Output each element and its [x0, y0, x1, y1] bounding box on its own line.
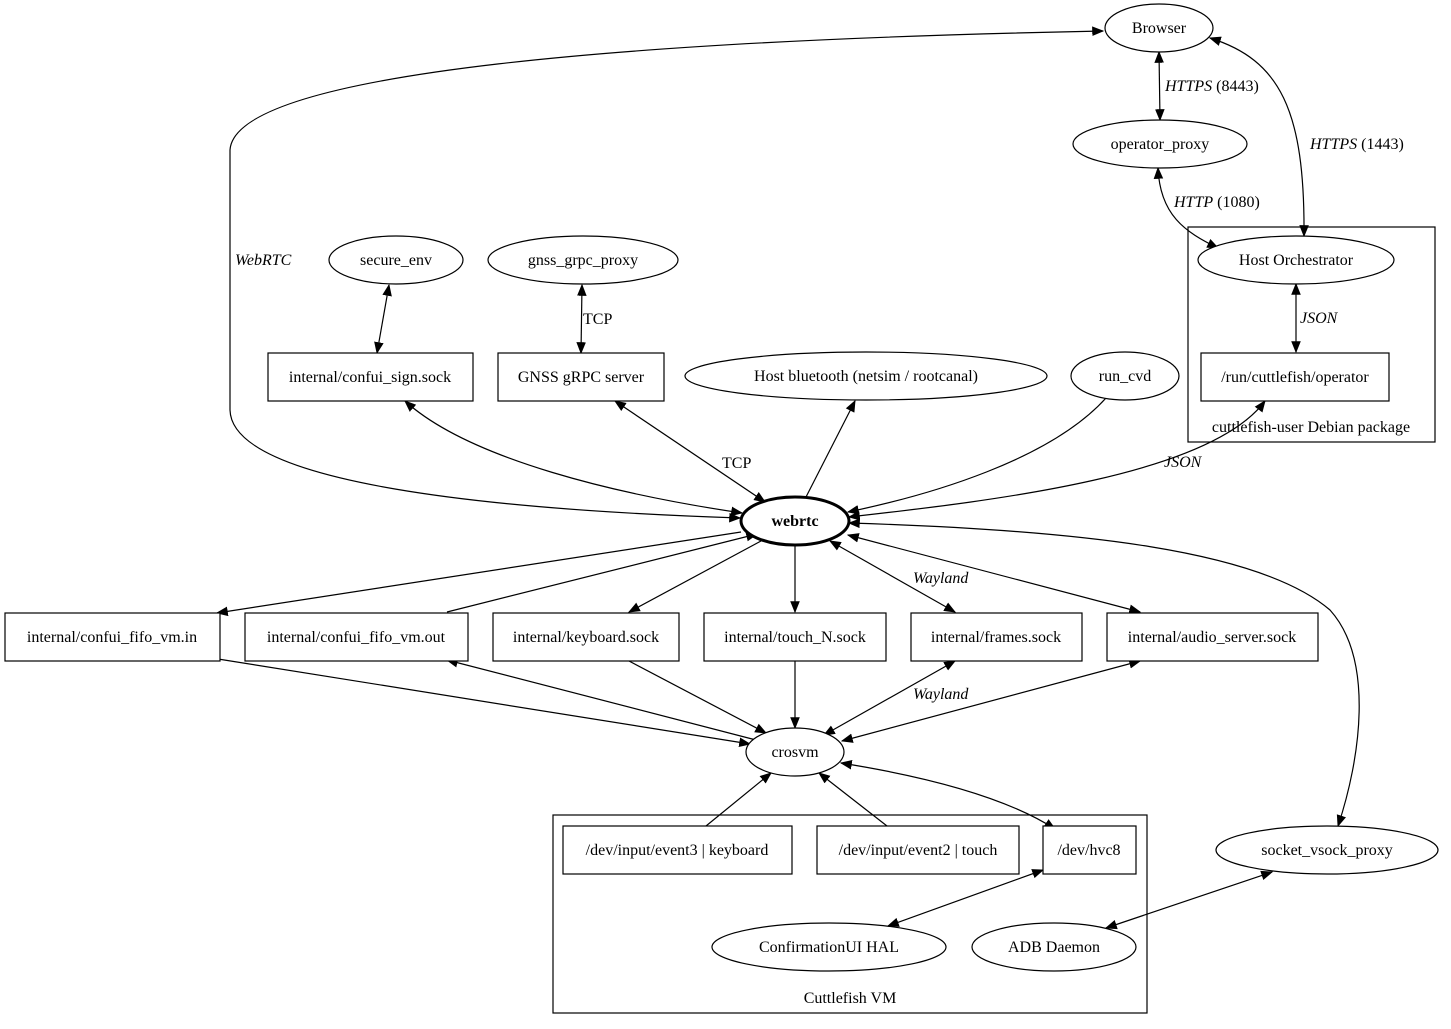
edge-label-https-1443: HTTPS (1443): [1309, 136, 1404, 153]
node-gnss-grpc-proxy: gnss_grpc_proxy: [487, 235, 679, 285]
edge-hvc8-confirmationui-hal: [886, 869, 1045, 927]
edge-confui-fifo-out-webrtc: [446, 531, 759, 613]
edge-confui-sign-webrtc: [404, 400, 744, 517]
node-dev-hvc8: /dev/hvc8: [1042, 825, 1137, 875]
node-host-bluetooth: Host bluetooth (netsim / rootcanal): [684, 351, 1048, 401]
node-confui-fifo-vm-out-label: internal/confui_fifo_vm.out: [267, 629, 446, 646]
node-dev-hvc8-label: /dev/hvc8: [1057, 842, 1120, 859]
node-confui-sign-sock-label: internal/confui_sign.sock: [289, 369, 451, 386]
edge-label-tcp-webrtc: TCP: [722, 455, 751, 472]
node-browser: Browser: [1104, 3, 1214, 53]
edge-label-wayland-bottom: Wayland: [913, 686, 969, 703]
node-browser-label: Browser: [1132, 20, 1187, 37]
node-dev-input-event2-label: /dev/input/event2 | touch: [839, 842, 998, 859]
node-dev-input-event3: /dev/input/event3 | keyboard: [562, 825, 793, 875]
edge-webrtc-host-bluetooth: [805, 399, 856, 498]
cluster-debian-package-label: cuttlefish-user Debian package: [1212, 419, 1410, 436]
edge-label-tcp-gnss: TCP: [583, 311, 612, 328]
node-gnss-grpc-proxy-label: gnss_grpc_proxy: [528, 252, 638, 269]
node-socket-vsock-proxy-label: socket_vsock_proxy: [1261, 842, 1393, 859]
node-host-orchestrator: Host Orchestrator: [1197, 235, 1395, 285]
edge-crosvm-hvc8: [839, 759, 1057, 830]
edge-keyboard-sock-crosvm: [628, 660, 768, 734]
edge-label-json-orchestrator: JSON: [1300, 310, 1339, 327]
edge-label-json-webrtc: JSON: [1164, 454, 1203, 471]
node-confui-sign-sock: internal/confui_sign.sock: [267, 352, 474, 402]
node-crosvm: crosvm: [745, 727, 845, 777]
node-operator-proxy: operator_proxy: [1072, 119, 1248, 169]
node-run-cuttlefish-operator: /run/cuttlefish/operator: [1200, 352, 1390, 402]
edge-browser-operator-proxy: [1154, 50, 1165, 122]
edge-webrtc-socket-vsock-proxy: [847, 518, 1360, 828]
node-webrtc-label: webrtc: [771, 513, 818, 530]
nodes: Browser operator_proxy Host Orchestrator…: [4, 3, 1439, 972]
node-host-orchestrator-label: Host Orchestrator: [1239, 252, 1354, 269]
node-keyboard-sock-label: internal/keyboard.sock: [513, 629, 659, 646]
edge-webrtc-keyboard-sock: [627, 540, 762, 613]
node-secure-env: secure_env: [328, 235, 464, 285]
node-adb-daemon-label: ADB Daemon: [1008, 939, 1100, 956]
edges: [215, 26, 1360, 930]
edge-label-http-1080: HTTP (1080): [1173, 194, 1260, 211]
node-webrtc: webrtc: [739, 495, 851, 547]
node-frames-sock-label: internal/frames.sock: [931, 629, 1061, 646]
edge-operator-proxy-host-orchestrator: [1153, 166, 1220, 249]
node-confui-fifo-vm-in: internal/confui_fifo_vm.in: [4, 612, 221, 662]
node-adb-daemon: ADB Daemon: [971, 922, 1137, 972]
edge-gnss-proxy-gnss-server: [576, 283, 587, 355]
edge-labels: HTTPS (8443) HTTPS (1443) HTTP (1080) JS…: [235, 78, 1404, 703]
node-confui-fifo-vm-out: internal/confui_fifo_vm.out: [244, 612, 469, 662]
node-gnss-grpc-server: GNSS gRPC server: [497, 352, 665, 402]
node-run-cuttlefish-operator-label: /run/cuttlefish/operator: [1221, 369, 1369, 386]
edge-webrtc-audio-server-sock: [846, 533, 1142, 614]
node-frames-sock: internal/frames.sock: [910, 612, 1083, 662]
node-touch-sock: internal/touch_N.sock: [703, 612, 887, 662]
edge-label-wayland-top: Wayland: [913, 570, 969, 587]
node-audio-server-sock: internal/audio_server.sock: [1106, 612, 1319, 662]
node-confirmationui-hal: ConfirmationUI HAL: [711, 922, 947, 972]
node-gnss-grpc-server-label: GNSS gRPC server: [518, 369, 645, 386]
edge-event3-crosvm: [705, 772, 772, 827]
edge-label-https-8443: HTTPS (8443): [1164, 78, 1259, 95]
edge-event2-crosvm: [818, 772, 888, 827]
edge-label-webrtc: WebRTC: [235, 252, 292, 269]
node-confui-fifo-vm-in-label: internal/confui_fifo_vm.in: [27, 629, 197, 646]
edge-secure-env-confui-sign: [374, 283, 392, 355]
edge-browser-host-orchestrator: [1208, 36, 1309, 238]
node-host-bluetooth-label: Host bluetooth (netsim / rootcanal): [754, 368, 978, 385]
node-run-cvd-label: run_cvd: [1099, 368, 1151, 385]
edge-gnss-server-webrtc: [614, 400, 766, 503]
edge-audio-server-sock-crosvm: [840, 659, 1142, 743]
edge-socket-vsock-proxy-adb-daemon: [1104, 870, 1274, 930]
node-keyboard-sock: internal/keyboard.sock: [492, 612, 680, 662]
node-crosvm-label: crosvm: [771, 744, 819, 761]
edge-webrtc-confui-fifo-in: [215, 531, 742, 617]
node-touch-sock-label: internal/touch_N.sock: [724, 629, 866, 646]
node-dev-input-event2: /dev/input/event2 | touch: [816, 825, 1020, 875]
edge-crosvm-confui-fifo-out: [445, 658, 757, 741]
edge-webrtc-operator-socket: [847, 400, 1266, 521]
edge-confui-fifo-in-crosvm: [217, 658, 752, 748]
node-confirmationui-hal-label: ConfirmationUI HAL: [759, 939, 899, 956]
node-socket-vsock-proxy: socket_vsock_proxy: [1215, 825, 1439, 875]
node-run-cvd: run_cvd: [1070, 351, 1180, 401]
cluster-cuttlefish-vm-label: Cuttlefish VM: [804, 990, 897, 1007]
node-dev-input-event3-label: /dev/input/event3 | keyboard: [586, 842, 769, 859]
edge-run-cvd-webrtc: [846, 397, 1107, 515]
node-audio-server-sock-label: internal/audio_server.sock: [1128, 629, 1296, 646]
node-operator-proxy-label: operator_proxy: [1111, 136, 1210, 153]
node-secure-env-label: secure_env: [360, 252, 432, 269]
